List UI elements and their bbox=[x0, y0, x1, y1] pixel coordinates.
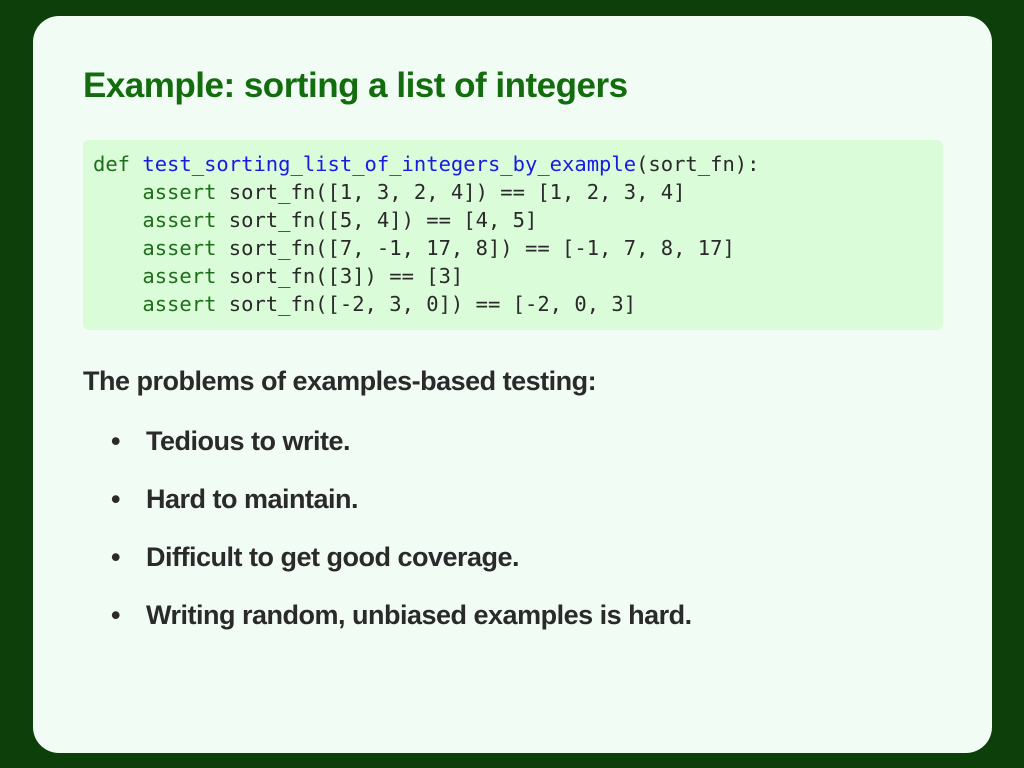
list-item: • Hard to maintain. bbox=[111, 479, 692, 537]
bullet-text: Hard to maintain. bbox=[146, 484, 359, 514]
code-block: def test_sorting_list_of_integers_by_exa… bbox=[83, 140, 943, 330]
code-line: assert sort_fn([1, 3, 2, 4]) == [1, 2, 3… bbox=[93, 178, 943, 206]
code-text: sort_fn([1, 3, 2, 4]) == [1, 2, 3, 4] bbox=[216, 180, 686, 204]
def-keyword: def bbox=[93, 152, 131, 176]
code-line: assert sort_fn([-2, 3, 0]) == [-2, 0, 3] bbox=[93, 290, 943, 318]
bullet-icon: • bbox=[111, 600, 120, 630]
code-line-def: def test_sorting_list_of_integers_by_exa… bbox=[93, 150, 943, 178]
code-text: sort_fn([-2, 3, 0]) == [-2, 0, 3] bbox=[216, 292, 637, 316]
list-item: • Tedious to write. bbox=[111, 421, 692, 479]
assert-keyword: assert bbox=[142, 264, 217, 288]
code-line: assert sort_fn([3]) == [3] bbox=[93, 262, 943, 290]
code-line: assert sort_fn([5, 4]) == [4, 5] bbox=[93, 206, 943, 234]
bullet-text: Difficult to get good coverage. bbox=[146, 542, 520, 572]
bullet-icon: • bbox=[111, 484, 120, 514]
assert-keyword: assert bbox=[142, 292, 217, 316]
list-item: • Difficult to get good coverage. bbox=[111, 537, 692, 595]
bullet-icon: • bbox=[111, 426, 120, 456]
bullet-list: • Tedious to write. • Hard to maintain. • D… bbox=[111, 421, 692, 653]
code-text: sort_fn([3]) == [3] bbox=[216, 264, 464, 288]
function-signature: (sort_fn): bbox=[636, 152, 760, 176]
assert-keyword: assert bbox=[142, 180, 217, 204]
slide-title: Example: sorting a list of integers bbox=[83, 66, 628, 105]
code-line: assert sort_fn([7, -1, 17, 8]) == [-1, 7… bbox=[93, 234, 943, 262]
bullet-text: Writing random, unbiased examples is har… bbox=[146, 600, 692, 630]
function-name: test_sorting_list_of_integers_by_example bbox=[142, 152, 637, 176]
slide: Example: sorting a list of integers def … bbox=[33, 16, 992, 753]
bullet-icon: • bbox=[111, 542, 120, 572]
assert-keyword: assert bbox=[142, 236, 217, 260]
code-text: sort_fn([5, 4]) == [4, 5] bbox=[216, 208, 538, 232]
code-text: sort_fn([7, -1, 17, 8]) == [-1, 7, 8, 17… bbox=[216, 236, 735, 260]
subheading: The problems of examples-based testing: bbox=[83, 366, 597, 396]
list-item: • Writing random, unbiased examples is ha… bbox=[111, 595, 692, 653]
assert-keyword: assert bbox=[142, 208, 217, 232]
bullet-text: Tedious to write. bbox=[146, 426, 351, 456]
